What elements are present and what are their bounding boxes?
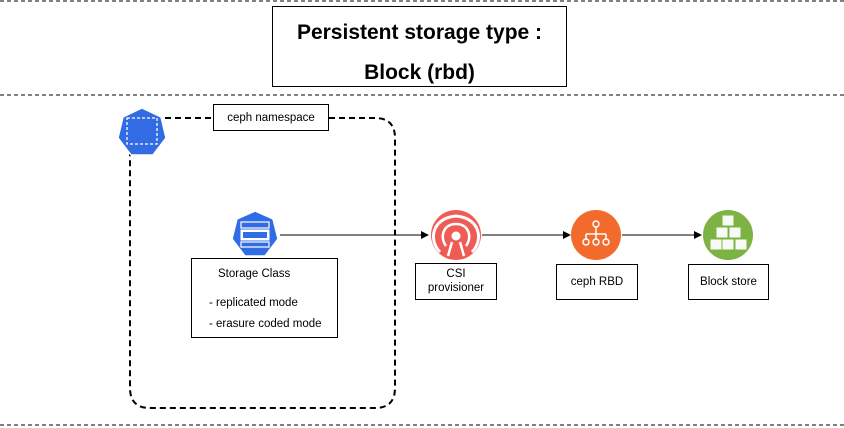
namespace-boundary bbox=[129, 117, 396, 409]
hierarchy-icon bbox=[571, 210, 621, 260]
storage-class-mode-erasure: - erasure coded mode bbox=[209, 318, 322, 330]
storage-class-box: Storage Class - replicated mode - erasur… bbox=[191, 258, 338, 338]
cubes-icon bbox=[703, 210, 753, 260]
block-store-label: Block store bbox=[700, 276, 757, 288]
title-line-2: Block (rbd) bbox=[364, 61, 475, 84]
kubernetes-storage-class-icon bbox=[231, 210, 279, 257]
title-line-1: Persistent storage type : bbox=[296, 21, 543, 44]
ceph-rbd-box: ceph RBD bbox=[556, 264, 638, 300]
title-box: Persistent storage type : Block (rbd) bbox=[272, 6, 567, 87]
block-store-box: Block store bbox=[688, 264, 769, 300]
namespace-label: ceph namespace bbox=[227, 111, 315, 124]
storage-class-title: Storage Class bbox=[218, 268, 291, 280]
ceph-rbd-label: ceph RBD bbox=[570, 276, 624, 288]
csi-provisioner-box: CSI provisioner bbox=[415, 263, 497, 300]
csi-label-line-2: provisioner bbox=[427, 281, 485, 294]
csi-label-line-1: CSI bbox=[446, 267, 466, 280]
kubernetes-namespace-icon bbox=[117, 107, 167, 156]
namespace-label-box: ceph namespace bbox=[213, 104, 329, 131]
storage-class-mode-replicated: - replicated mode bbox=[209, 297, 298, 309]
ceph-logo-icon bbox=[431, 210, 481, 260]
